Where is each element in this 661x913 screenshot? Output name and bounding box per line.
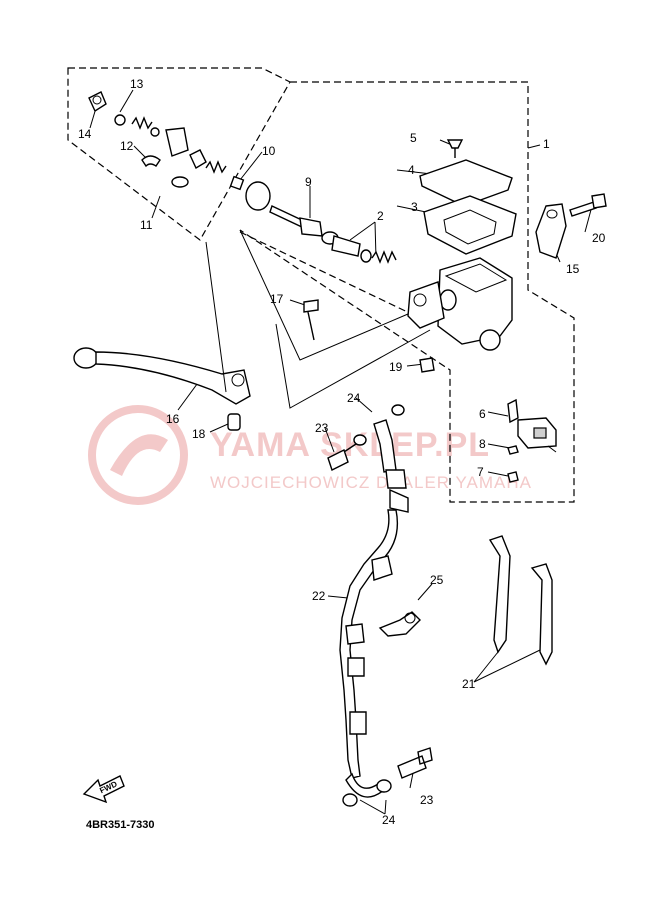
fwd-arrow: FWD: [82, 775, 125, 804]
callout-20: 20: [592, 231, 606, 245]
callout-2: 2: [377, 209, 384, 223]
part-17-bolt: [303, 299, 319, 341]
brake-switch: [507, 398, 557, 483]
callout-25: 25: [430, 573, 444, 587]
part-24-washer-top: [391, 404, 405, 416]
part-24-washer-bottom: [342, 793, 358, 807]
clamp: [535, 193, 607, 259]
callout-21: 21: [462, 677, 476, 691]
group-outlines: [67, 67, 575, 503]
watermark-logo: [88, 405, 188, 505]
part-4-cap: [419, 159, 513, 207]
part-21-tie-right: [530, 563, 553, 666]
callout-22: 22: [312, 589, 326, 603]
callout-11: 11: [140, 218, 153, 232]
part-2-piston: [331, 235, 361, 257]
part-6-switch: [507, 398, 519, 424]
part-23-union-bolt-top: [327, 443, 357, 471]
lever-tip: [73, 347, 99, 369]
callout-24-bottom: 24: [382, 813, 396, 827]
callout-8: 8: [479, 437, 486, 451]
lever-to-cylinder-guide: [239, 231, 421, 319]
callout-18: 18: [192, 427, 206, 441]
part-o-ring: [171, 176, 189, 188]
part-19-nut: [419, 357, 435, 373]
callout-23-bottom: 23: [420, 793, 434, 807]
brake-lever: [73, 347, 251, 431]
part-13-washer: [114, 114, 126, 126]
lever-parts: [88, 91, 271, 211]
part-18-bushing: [227, 413, 241, 431]
leader-lines: [89, 89, 593, 815]
bolt-17: [205, 229, 431, 409]
hose-holder: [378, 611, 421, 637]
callout-9: 9: [305, 175, 312, 189]
part-adjuster: [189, 149, 207, 170]
callout-17: 17: [270, 292, 284, 306]
part-14-cap-nut: [88, 91, 107, 113]
cable-ties: [488, 535, 553, 666]
part-10-nut: [229, 175, 245, 191]
callout-23-top: 23: [315, 421, 329, 435]
part-dust-boot: [245, 181, 271, 211]
part-return-spring: [371, 250, 397, 264]
part-15-holder: [535, 203, 567, 259]
callout-4: 4: [408, 163, 415, 177]
callout-1: 1: [543, 137, 550, 151]
part-21-tie-left: [488, 535, 511, 654]
part-23-union-bolt-bottom: [397, 747, 433, 779]
watermark-subtitle: WOJCIECHOWICZ DEALER YAMAHA: [210, 473, 532, 492]
callout-12: 12: [120, 139, 134, 153]
master-cylinder-outline: [239, 81, 575, 503]
callout-10: 10: [262, 144, 276, 158]
watermark-logo-mark: [110, 434, 168, 476]
part-5-screw: [446, 139, 464, 158]
callout-labels: 13 14 12 10 9 11 2 5 1 4 3 20 15 17 19 1…: [78, 77, 606, 827]
callout-14: 14: [78, 127, 92, 141]
part-8-washer: [507, 445, 519, 455]
brake-hose: [327, 404, 433, 807]
part-spring: [205, 160, 227, 174]
lever-assembly-outline: [67, 67, 291, 241]
diagram-code: 4BR351-7330: [86, 819, 155, 831]
callout-6: 6: [479, 407, 486, 421]
callout-5: 5: [410, 131, 417, 145]
piston-kit: [269, 205, 397, 264]
part-pivot-bolt: [165, 127, 189, 157]
watermark-title: YAMA SKLEP.PL: [210, 426, 490, 464]
part-7-screw: [507, 471, 519, 483]
part-3-diaphragm: [423, 195, 517, 255]
part-1-cylinder-body: [437, 257, 513, 345]
master-cylinder: [407, 139, 517, 373]
cylinder-clamp-mount: [407, 281, 445, 329]
part-16-lever: [95, 351, 251, 405]
part-25-holder: [378, 611, 421, 637]
callout-13: 13: [130, 77, 144, 91]
fwd-arrow-icon: [82, 775, 125, 804]
callout-24-top: 24: [347, 391, 361, 405]
callout-7: 7: [477, 465, 484, 479]
callout-3: 3: [411, 200, 418, 214]
watermark: YAMA SKLEP.PL WOJCIECHOWICZ DEALER YAMAH…: [88, 405, 532, 505]
part-20-bolt: [569, 201, 597, 217]
callout-16: 16: [166, 412, 180, 426]
callout-15: 15: [566, 262, 580, 276]
part-spring-small: [131, 116, 153, 130]
callout-19: 19: [389, 360, 403, 374]
